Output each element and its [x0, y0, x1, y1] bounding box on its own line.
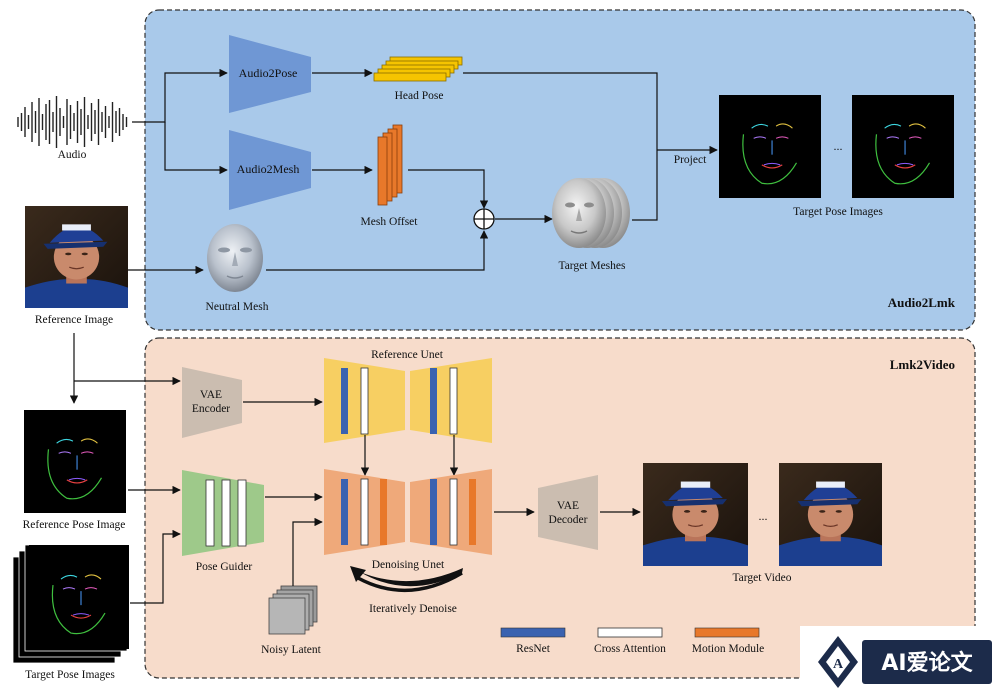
neutral-mesh-face-icon	[207, 224, 263, 292]
reference-pose-image	[24, 410, 126, 513]
iterative-denoise-arrow-icon	[350, 566, 463, 593]
watermark-logo-icon: A	[818, 636, 858, 688]
pose-guider-conv-3	[237, 479, 247, 547]
vae-encoder-block	[182, 367, 242, 438]
line-headpose-targetmeshes	[463, 72, 658, 221]
head-pose-label: Head Pose	[395, 90, 444, 102]
neutral-mesh-label: Neutral Mesh	[206, 301, 269, 313]
target-video-frame-1	[643, 463, 748, 566]
target-pose-images-top-label: Target Pose Images	[793, 206, 883, 218]
denoise-resnet-1	[341, 479, 348, 545]
iteratively-denoise-label: Iteratively Denoise	[369, 603, 457, 615]
arrow-neutralmesh-to-add	[266, 230, 489, 271]
arrow-audio-to-audio2pose	[132, 68, 228, 123]
audio-waveform-icon	[17, 96, 128, 148]
ref-unet-resnet-2	[430, 368, 437, 434]
denoise-motion-1	[380, 479, 387, 545]
ref-unet-crossattn-1	[360, 367, 369, 435]
audio2lmk-title: Audio2Lmk	[888, 295, 956, 310]
project-label: Project	[674, 154, 707, 166]
audio2mesh-block	[229, 130, 311, 210]
reference-image	[25, 206, 128, 308]
denoise-crossattn-1	[360, 478, 369, 546]
reference-unet-block	[324, 358, 492, 443]
vae-encoder-label-1: VAE	[200, 389, 222, 401]
mesh-offset-stack	[377, 124, 403, 206]
target-video-frame-n	[779, 463, 882, 566]
reference-pose-image-label: Reference Pose Image	[23, 519, 126, 531]
pose-guider-conv-1	[205, 479, 215, 547]
noisy-latent-label: Noisy Latent	[261, 644, 322, 656]
vae-decoder-block	[538, 475, 598, 550]
legend-crossattn-label: Cross Attention	[594, 643, 666, 655]
legend-motion-label: Motion Module	[692, 643, 765, 655]
audio2pose-label: Audio2Pose	[239, 66, 298, 80]
ellipsis-bottom: ...	[759, 509, 768, 523]
svg-text:A: A	[833, 657, 844, 672]
lmk2video-title: Lmk2Video	[890, 357, 955, 372]
target-meshes-label: Target Meshes	[558, 260, 626, 272]
target-video-label: Target Video	[732, 572, 791, 584]
reference-image-label: Reference Image	[35, 314, 113, 326]
target-pose-images-bottom-label: Target Pose Images	[25, 669, 115, 681]
legend-resnet-swatch	[500, 627, 566, 638]
arrow-targetpose-to-poseguider	[130, 529, 181, 604]
noisy-latent-stack	[268, 585, 318, 635]
legend-motion-swatch	[694, 627, 760, 638]
reference-unet-label: Reference Unet	[371, 349, 444, 361]
pose-guider-conv-2	[221, 479, 231, 547]
legend: ResNet Cross Attention Motion Module	[500, 627, 765, 655]
head-pose-stack	[373, 56, 463, 82]
ellipsis-top: ...	[834, 139, 843, 153]
vae-encoder-label-2: Encoder	[192, 403, 230, 415]
target-meshes-faces-icon	[552, 178, 630, 248]
audio-label: Audio	[58, 149, 87, 161]
vae-decoder-label-2: Decoder	[549, 514, 588, 526]
ref-unet-resnet-1	[341, 368, 348, 434]
ref-unet-crossattn-2	[449, 367, 458, 435]
denoise-crossattn-2	[449, 478, 458, 546]
add-operator-icon	[473, 208, 495, 230]
target-pose-image-n	[852, 95, 954, 198]
target-pose-image-1	[719, 95, 821, 198]
arrow-noisylatent-to-denoise	[292, 517, 323, 586]
denoising-unet-block	[324, 469, 492, 555]
arrow-audio-to-audio2mesh	[164, 122, 228, 175]
watermark: A AI爱论文	[800, 626, 1000, 693]
audio2mesh-label: Audio2Mesh	[237, 162, 300, 176]
denoising-unet-label: Denoising Unet	[372, 559, 445, 571]
mesh-offset-label: Mesh Offset	[361, 216, 419, 228]
audio2pose-block	[229, 35, 311, 113]
denoise-motion-2	[469, 479, 476, 545]
target-pose-images-stack	[12, 544, 129, 664]
vae-decoder-label-1: VAE	[557, 500, 579, 512]
denoise-resnet-2	[430, 479, 437, 545]
arrow-meshoffset-to-add	[408, 169, 489, 209]
watermark-text: AI爱论文	[881, 650, 973, 676]
audio2lmk-panel	[144, 9, 976, 331]
legend-crossattn-swatch	[597, 627, 663, 638]
pose-guider-label: Pose Guider	[196, 561, 253, 573]
legend-resnet-label: ResNet	[516, 643, 551, 655]
